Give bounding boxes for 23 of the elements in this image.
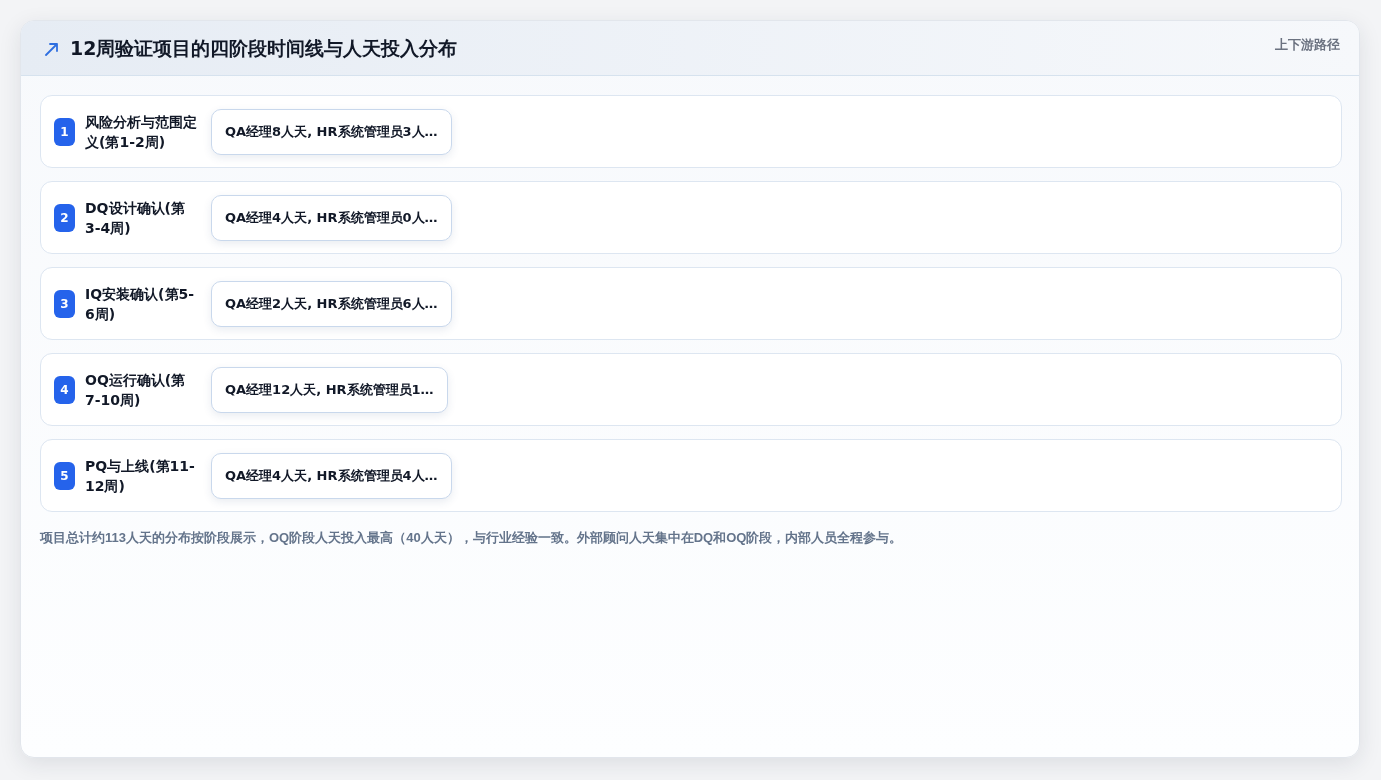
effort-chip: QA经理12人天, HR系统管理员1… [211, 366, 448, 413]
title-heading: 12周验证项目的四阶段时间线与人天投入分布 [70, 36, 458, 60]
summary-note: 项目总计约113人天的分布按阶段展示，OQ阶段人天投入最高（40人天），与行业经验一致。外部顾问人天集中在DQ和OQ阶段，内部人员全程参与。 [40, 529, 903, 546]
phase-card [40, 95, 1342, 168]
step-number-badge: 2 [54, 203, 75, 232]
phase-card [40, 267, 1342, 340]
phase-label: DQ设计确认(第3-4周) [85, 198, 186, 238]
step-number-badge: 4 [54, 375, 75, 404]
phase-label: IQ安装确认(第5-6周) [85, 284, 196, 324]
phase-label: PQ与上线(第11-12周) [85, 456, 196, 496]
phase-card [40, 181, 1342, 254]
step-number-badge: 3 [54, 289, 75, 318]
phase-label: 风险分析与范围定义(第1-2周) [85, 112, 198, 152]
effort-chip: QA经理4人天, HR系统管理员4人… [211, 452, 452, 499]
effort-chip: QA经理8人天, HR系统管理员3人… [211, 108, 452, 155]
step-number-badge: 5 [54, 461, 75, 490]
phase-label: OQ运行确认(第7-10周) [85, 370, 187, 410]
step-number-badge: 1 [54, 117, 75, 146]
phase-card [40, 353, 1342, 426]
phase-card [40, 439, 1342, 512]
effort-chip: QA经理2人天, HR系统管理员6人… [211, 280, 452, 327]
header-tag: 上下游路径 [1275, 36, 1340, 53]
effort-chip: QA经理4人天, HR系统管理员0人… [211, 194, 452, 241]
